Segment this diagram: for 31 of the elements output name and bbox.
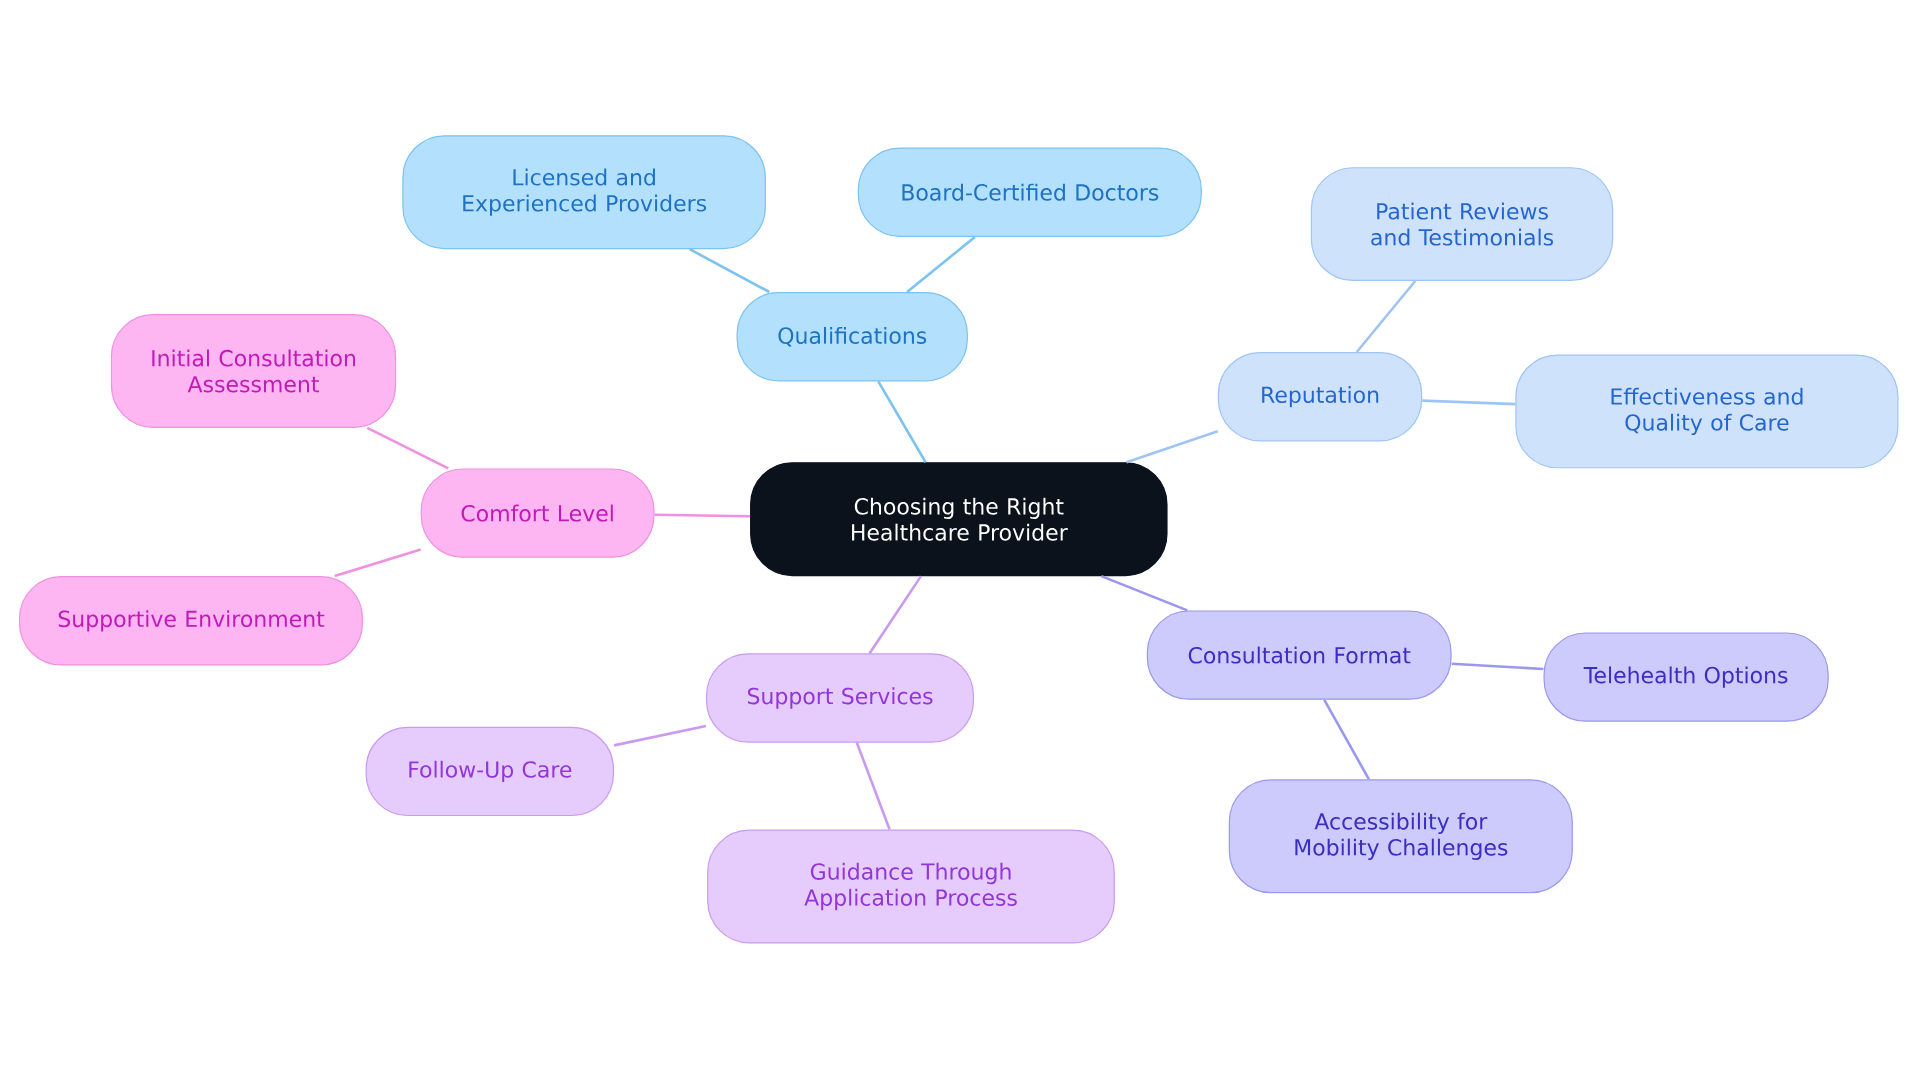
topic-box: Choosing the Right Healthcare Provider	[750, 462, 1168, 577]
connector-line	[1126, 430, 1219, 464]
topic-box: Patient Reviews and Testimonials	[1310, 167, 1614, 282]
topic-box: Accessibility for Mobility Challenges	[1228, 779, 1573, 894]
connector-line	[1355, 280, 1417, 353]
connector-line	[855, 742, 891, 830]
topic-box: Follow-Up Care	[365, 726, 615, 817]
connector-line	[366, 426, 449, 470]
connector-line	[654, 513, 751, 518]
connector-line	[906, 235, 976, 293]
connector-line	[1422, 399, 1516, 406]
connector-line	[1100, 574, 1188, 612]
topic-box: Support Services	[705, 653, 975, 743]
connector-line	[334, 548, 422, 578]
connector-line	[613, 724, 707, 747]
connector-line	[1451, 662, 1544, 671]
connector-line	[689, 248, 770, 294]
topic-box: Board-Certified Doctors	[857, 147, 1202, 237]
topic-box: Supportive Environment	[18, 576, 364, 666]
topic-box: Initial Consultation Assessment	[110, 314, 397, 428]
connector-line	[877, 380, 927, 463]
topic-box: Telehealth Options	[1543, 632, 1829, 722]
topic-box: Licensed and Experienced Providers	[402, 135, 766, 250]
topic-box: Consultation Format	[1146, 610, 1452, 700]
connector-line	[1323, 699, 1371, 780]
topic-box: Effectiveness and Quality of Care	[1515, 354, 1899, 469]
connector-line	[868, 575, 923, 654]
topic-box: Guidance Through Application Process	[707, 829, 1115, 944]
topic-box: Qualifications	[736, 292, 968, 382]
topic-box: Reputation	[1217, 352, 1423, 442]
topic-box: Comfort Level	[420, 468, 655, 558]
